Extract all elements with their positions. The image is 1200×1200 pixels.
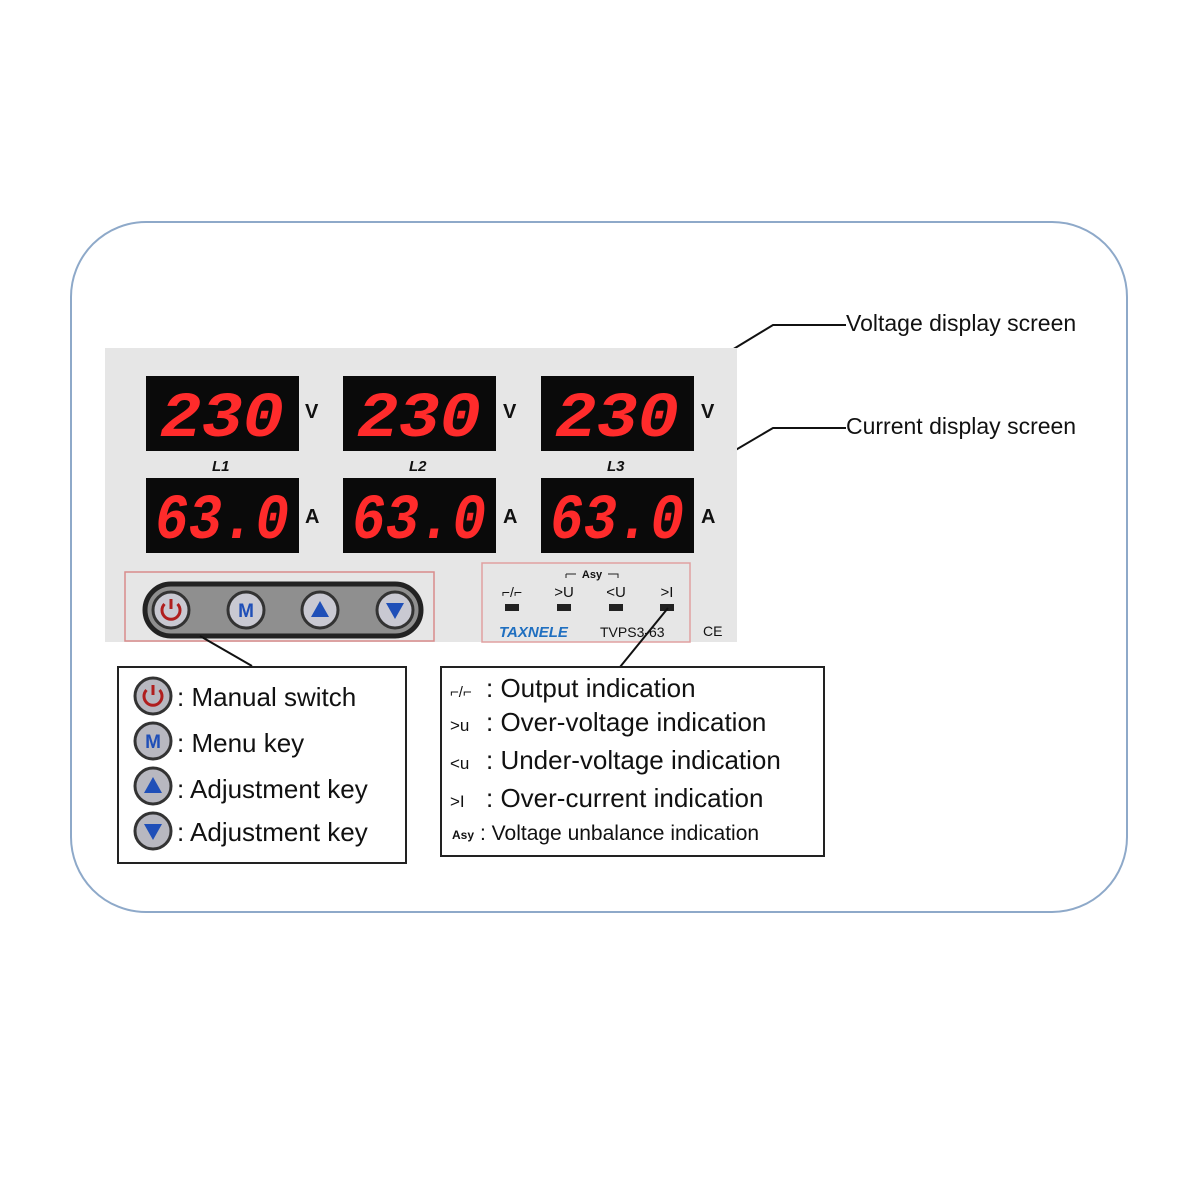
power-icon bbox=[160, 602, 182, 621]
down-triangle-icon bbox=[386, 603, 404, 619]
up-button[interactable] bbox=[300, 590, 340, 630]
over-voltage-led bbox=[557, 604, 571, 611]
display-screen bbox=[541, 376, 694, 451]
keypad-leader bbox=[199, 635, 253, 667]
legend-symbol-under-voltage: <u bbox=[450, 754, 469, 773]
current-reading-l3: 63.0 bbox=[550, 486, 684, 558]
output-symbol: ⌐/⌐ bbox=[502, 584, 522, 600]
under-voltage-symbol: <U bbox=[606, 584, 626, 601]
current-callout-label: Current display screen bbox=[846, 413, 1076, 439]
legend-text-over-voltage: : Over-voltage indication bbox=[486, 707, 766, 737]
asy-label: Asy bbox=[582, 569, 603, 581]
legend-text-down: : Adjustment key bbox=[177, 817, 368, 847]
current-reading-l1: 63.0 bbox=[155, 486, 289, 558]
keypad-pill bbox=[142, 581, 424, 639]
legend-text-asy: : Voltage unbalance indication bbox=[480, 822, 759, 845]
voltage-reading-l1: 230 bbox=[160, 384, 284, 456]
up-triangle-icon bbox=[144, 777, 162, 793]
voltage-display-l2: 230 bbox=[343, 376, 496, 456]
indicator-legend-box bbox=[440, 666, 825, 857]
legend-down bbox=[133, 811, 173, 851]
legend-up bbox=[133, 766, 173, 806]
legend-symbol-over-voltage: >u bbox=[450, 716, 469, 735]
display-screen bbox=[146, 376, 299, 451]
legend-text-output: : Output indication bbox=[486, 673, 696, 703]
current-callout-line bbox=[721, 427, 846, 459]
unit-a-2: A bbox=[503, 506, 517, 528]
display-screen bbox=[146, 478, 299, 553]
power-icon bbox=[142, 688, 164, 707]
unit-a-1: A bbox=[305, 506, 319, 528]
voltage-callout-line bbox=[721, 324, 846, 357]
voltage-reading-l2: 230 bbox=[357, 384, 481, 456]
menu-button[interactable]: M bbox=[226, 590, 266, 630]
phase-l3: L3 bbox=[607, 458, 625, 475]
ce-mark: CE bbox=[703, 623, 722, 639]
unit-v-1: V bbox=[305, 401, 319, 423]
voltage-callout-label: Voltage display screen bbox=[846, 310, 1076, 336]
unit-a-3: A bbox=[701, 506, 715, 528]
phase-l1: L1 bbox=[212, 458, 230, 475]
legend-text-over-current: : Over-current indication bbox=[486, 783, 763, 813]
over-voltage-symbol: >U bbox=[554, 584, 574, 601]
legend-text-under-voltage: : Under-voltage indication bbox=[486, 745, 781, 775]
indicator-box bbox=[481, 562, 691, 643]
legend-menu: M bbox=[133, 721, 173, 761]
current-display-l2: 63.0 bbox=[343, 478, 496, 558]
menu-m-icon: M bbox=[145, 732, 161, 753]
voltage-display-l3: 230 bbox=[541, 376, 694, 456]
output-led bbox=[505, 604, 519, 611]
legend-symbol-output: ⌐/⌐ bbox=[450, 684, 472, 701]
legend-power bbox=[133, 676, 173, 716]
voltage-reading-l3: 230 bbox=[555, 384, 679, 456]
unit-v-3: V bbox=[701, 401, 715, 423]
display-screen bbox=[541, 478, 694, 553]
legend-text-menu: : Menu key bbox=[177, 728, 304, 758]
brand-logo: TAXNELE bbox=[499, 624, 569, 641]
down-button[interactable] bbox=[375, 590, 415, 630]
current-reading-l2: 63.0 bbox=[352, 486, 486, 558]
display-screen bbox=[343, 478, 496, 553]
up-triangle-icon bbox=[311, 601, 329, 617]
phase-l2: L2 bbox=[409, 458, 427, 475]
voltage-display-l1: 230 bbox=[146, 376, 299, 456]
unit-v-2: V bbox=[503, 401, 517, 423]
indicator-leader bbox=[619, 607, 669, 668]
legend-text-up: : Adjustment key bbox=[177, 774, 368, 804]
keypad-box bbox=[124, 571, 435, 642]
legend-symbol-asy: Asy bbox=[452, 828, 474, 842]
over-current-symbol: >I bbox=[661, 584, 674, 601]
legend-symbol-over-current: >I bbox=[450, 792, 465, 811]
under-voltage-led bbox=[609, 604, 623, 611]
down-triangle-icon bbox=[144, 824, 162, 840]
current-display-l1: 63.0 bbox=[146, 478, 299, 558]
display-screen bbox=[343, 376, 496, 451]
over-current-led bbox=[660, 604, 674, 611]
menu-m-icon: M bbox=[238, 601, 254, 622]
legend-text-power: : Manual switch bbox=[177, 682, 356, 712]
power-button[interactable] bbox=[151, 590, 191, 630]
model-label: TVPS3-63 bbox=[600, 624, 665, 640]
current-display-l3: 63.0 bbox=[541, 478, 694, 558]
